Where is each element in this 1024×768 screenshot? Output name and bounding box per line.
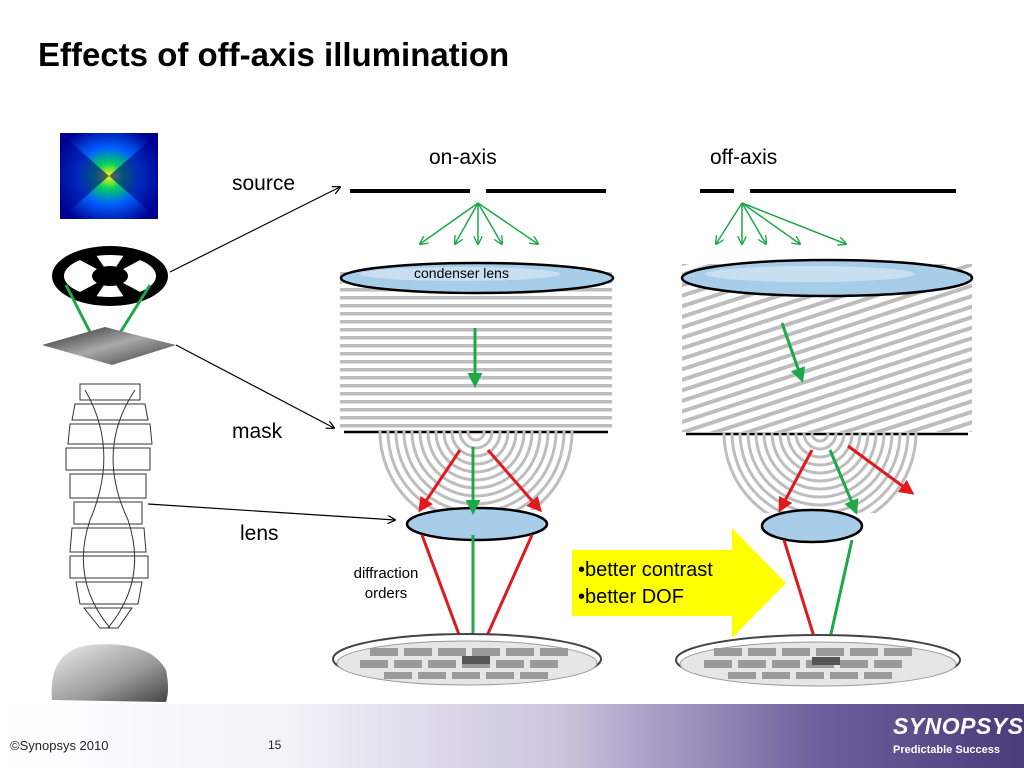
mask-label: mask	[232, 420, 283, 443]
footer-bar	[0, 704, 1024, 768]
callout-arrow	[572, 528, 786, 638]
projection-lens-stack-icon	[65, 383, 153, 629]
diffraction-orders-label: diffraction orders	[340, 564, 432, 604]
source-pointer	[169, 187, 340, 273]
callout-text: •better contrast •better DOF	[578, 557, 713, 611]
lens-label: lens	[240, 522, 279, 545]
synopsys-logo: SYNOPSYS	[893, 713, 1024, 739]
off-axis-label: off-axis	[710, 146, 778, 169]
condenser-lens-label: condenser lens	[414, 265, 509, 281]
copyright-text: ©Synopsys 2010	[10, 738, 109, 753]
mask-pointer	[175, 344, 334, 428]
wafer-icon	[51, 644, 168, 702]
callout-line-dof: •better DOF	[578, 586, 684, 608]
off-axis-diagram	[675, 189, 974, 687]
page-number: 15	[268, 738, 282, 752]
on-axis-label: on-axis	[429, 146, 497, 169]
diffraction-label-line2: orders	[364, 585, 408, 602]
lens-pointer	[147, 503, 395, 520]
on-axis-diagram	[332, 189, 615, 686]
source-label: source	[232, 172, 296, 195]
callout-line-contrast: •better contrast	[578, 559, 713, 581]
slide-title: Effects of off-axis illumination	[38, 36, 510, 73]
mask-plate-icon	[42, 327, 176, 365]
off-axis-wafer	[675, 634, 961, 687]
aerial-image-icon	[60, 133, 158, 219]
logo-tagline: Predictable Success	[893, 744, 1001, 756]
diffraction-label-line1: diffraction	[353, 565, 419, 582]
on-axis-wafer	[332, 633, 602, 686]
quadrupole-aperture-icon	[52, 246, 168, 337]
